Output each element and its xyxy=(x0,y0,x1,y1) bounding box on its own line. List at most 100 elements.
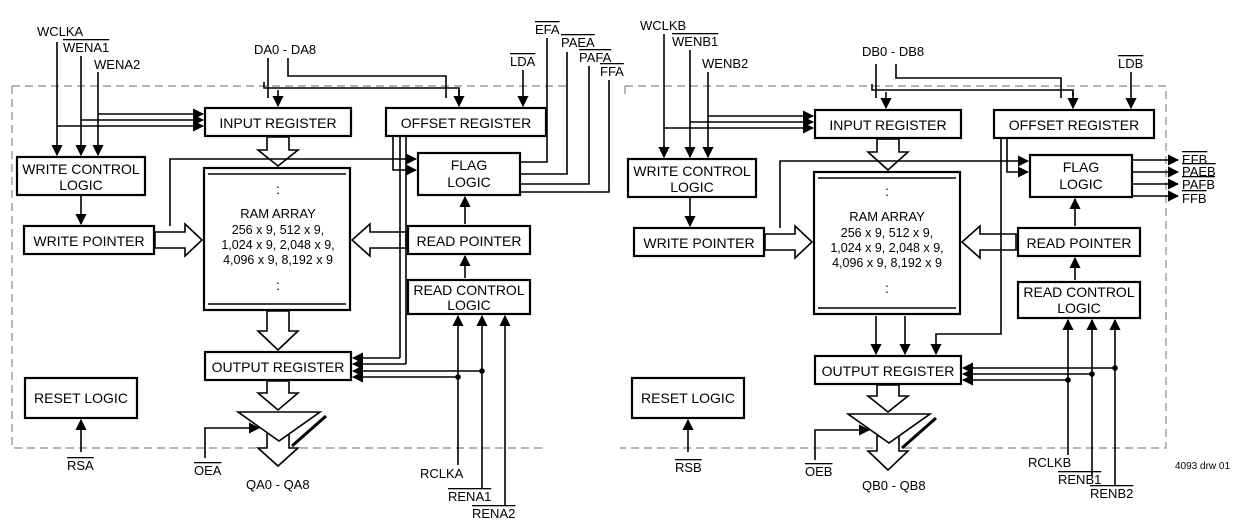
fifo-b-section: INPUT REGISTER OFFSET REGISTER WRITE CON… xyxy=(620,18,1216,501)
fifo-a-data-out-label: QA0 - QA8 xyxy=(246,477,310,492)
fifo-a-ren2-label: RENA2 xyxy=(472,506,515,521)
fifo-b-ram-title: RAM ARRAY xyxy=(849,209,925,224)
fifo-b-ram-line-3: 4,096 x 9, 8,192 x 9 xyxy=(832,256,942,270)
fifo-a-write-control-label-2: LOGIC xyxy=(59,177,103,193)
fifo-a-junction-rclk xyxy=(455,374,461,380)
fifo-b-rclk-label: RCLKB xyxy=(1028,455,1071,470)
fifo-b-paf-label: PAFB xyxy=(1182,177,1215,192)
fifo-b-read-pointer-label: READ POINTER xyxy=(1026,235,1131,251)
drawing-id-label: 4093 drw 01 xyxy=(1175,461,1230,472)
fifo-b-ef-label: EFB xyxy=(1182,152,1207,167)
fifo-b-pae-label: PAEB xyxy=(1182,164,1216,179)
fifo-b-offset-to-flag xyxy=(1006,138,1030,178)
fifo-b-output-buffer-enable xyxy=(901,416,937,450)
fifo-b-offset-register xyxy=(992,108,1156,140)
fifo-b-write-control-label-2: LOGIC xyxy=(670,179,714,195)
fifo-b-write-control-logic xyxy=(626,157,758,199)
fifo-a-arrow-output-to-buffer xyxy=(255,380,301,412)
fifo-a-input-register xyxy=(203,106,353,138)
fifo-b-input-register-label: INPUT REGISTER xyxy=(829,117,946,133)
fifo-b-output-register xyxy=(813,354,963,386)
fifo-a-write-pointer-label: WRITE POINTER xyxy=(33,233,144,249)
fifo-a-paf-label: PAFA xyxy=(579,50,612,65)
fifo-a-data-in-bus xyxy=(263,58,460,98)
fifo-b-flag-logic-label-1: FLAG xyxy=(1063,159,1100,175)
fifo-a-arrow-readptr-to-ram xyxy=(350,222,407,258)
fifo-a-read-control-label-2: LOGIC xyxy=(447,297,491,313)
fifo-a-flag-logic-label-1: FLAG xyxy=(451,157,488,173)
fifo-b-offset-to-output xyxy=(930,138,1002,356)
fifo-a-arrow-ram-to-output xyxy=(255,310,301,352)
fifo-a-output-register-label: OUTPUT REGISTER xyxy=(212,359,345,375)
fifo-a-rclk-label: RCLKA xyxy=(420,466,464,481)
fifo-b-rs-label: RSB xyxy=(675,460,702,475)
fifo-a-read-pointer-label: READ POINTER xyxy=(416,233,521,249)
fifo-a-ff-label: FFA xyxy=(600,64,624,79)
fifo-b-ram-line-2: 1,024 x 9, 2,048 x 9, xyxy=(830,241,943,255)
fifo-a-pae-line xyxy=(520,52,568,175)
fifo-a-read-pointer xyxy=(406,224,532,256)
fifo-a-offset-to-output xyxy=(399,136,407,364)
fifo-a-offset-register-label: OFFSET REGISTER xyxy=(401,115,531,131)
fifo-a-wclk-label: WCLKA xyxy=(37,24,84,39)
fifo-b-wen1-label: WENB1 xyxy=(672,34,718,49)
fifo-a-pae-label: PAEA xyxy=(561,35,595,50)
fifo-b-read-control-label-1: READ CONTROL xyxy=(1023,284,1134,300)
fifo-a-wen1-label: WENA1 xyxy=(63,40,109,55)
fifo-a-data-in-label: DA0 - DA8 xyxy=(254,42,316,57)
fifo-a-wen2-label: WENA2 xyxy=(94,57,140,72)
fifo-b-ram-dots-bottom: : xyxy=(885,280,889,296)
fifo-a-ren1-label: RENA1 xyxy=(448,489,491,504)
fifo-b-arrow-data-out xyxy=(865,435,911,472)
fifo-b-ram-line-1: 256 x 9, 512 x 9, xyxy=(841,226,933,240)
fifo-b-arrow-readptr-to-ram xyxy=(960,224,1017,260)
fifo-a-wptr-to-flag xyxy=(169,153,418,226)
fifo-a-reset-logic xyxy=(23,376,139,420)
fifo-b-output-buffer xyxy=(845,413,933,444)
fifo-a-oe-label: OEA xyxy=(194,463,222,478)
fifo-b-arrow-input-to-ram xyxy=(865,138,911,172)
fifo-a-output-register xyxy=(203,350,353,382)
fifo-a-offset-register xyxy=(384,106,548,138)
fifo-b-ld-label: LDB xyxy=(1118,56,1143,71)
fifo-b-junction-rclk xyxy=(1065,377,1071,383)
fifo-b-reset-logic xyxy=(630,376,746,420)
fifo-a-junction-ren1 xyxy=(479,368,485,374)
fifo-a-rs-label: RSA xyxy=(67,458,94,473)
fifo-a-ff-line xyxy=(520,80,610,193)
fifo-a-oe-line xyxy=(204,422,261,458)
fifo-b-ff-label: FFB xyxy=(1182,191,1207,206)
fifo-b-arrow-output-to-buffer xyxy=(865,384,911,414)
fifo-b-read-control-label-2: LOGIC xyxy=(1057,300,1101,316)
fifo-a-ram-line-1: 256 x 9, 512 x 9, xyxy=(232,223,324,237)
fifo-a-read-control-label-1: READ CONTROL xyxy=(413,282,524,298)
fifo-b-ren2-label: RENB2 xyxy=(1090,486,1133,501)
fifo-a-output-buffer xyxy=(235,411,323,442)
fifo-b-offset-register-label: OFFSET REGISTER xyxy=(1009,117,1139,133)
fifo-a-section: INPUT REGISTER OFFSET REGISTER WRITE CON… xyxy=(11,22,624,521)
fifo-a-ld-label: LDA xyxy=(510,54,536,69)
fifo-b-write-control-label-1: WRITE CONTROL xyxy=(633,163,751,179)
fifo-b-write-pointer xyxy=(632,226,766,258)
fifo-a-input-register-label: INPUT REGISTER xyxy=(219,115,336,131)
fifo-b-read-pointer xyxy=(1016,226,1142,258)
fifo-b-flag-logic xyxy=(1028,153,1134,199)
fifo-a-reset-logic-label: RESET LOGIC xyxy=(34,390,128,406)
fifo-b-data-in-bus xyxy=(871,64,1074,98)
fifo-a-ram-title: RAM ARRAY xyxy=(240,206,316,221)
fifo-a-write-control-logic xyxy=(15,155,147,197)
fifo-a-write-pointer xyxy=(22,224,156,256)
fifo-a-ram-line-2: 1,024 x 9, 2,048 x 9, xyxy=(221,238,334,252)
fifo-b-data-in-label: DB0 - DB8 xyxy=(862,44,924,59)
fifo-b-wclk-label: WCLKB xyxy=(640,18,686,33)
fifo-a-ef-line xyxy=(520,38,548,163)
fifo-b-junction-ren1 xyxy=(1089,371,1095,377)
fifo-b-arrow-writeptr-to-ram xyxy=(764,224,814,260)
fifo-a-flag-logic xyxy=(416,151,522,197)
fifo-a-arrow-input-to-ram xyxy=(255,136,301,168)
fifo-b-data-out-label: QB0 - QB8 xyxy=(862,478,926,493)
fifo-a-ram-array xyxy=(202,166,352,312)
fifo-b-junction-ren2 xyxy=(1112,365,1118,371)
fifo-b-oe-line xyxy=(814,424,871,460)
